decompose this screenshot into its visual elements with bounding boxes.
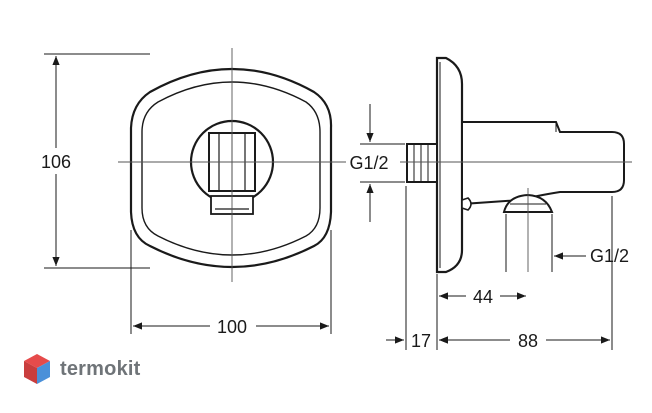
inlet-thread-label: G1/2 bbox=[349, 153, 388, 173]
plate-outline bbox=[129, 67, 333, 269]
brand-name: termokit bbox=[60, 357, 141, 380]
holder-body bbox=[461, 121, 625, 206]
width-dim-label: 100 bbox=[217, 317, 247, 337]
front-dimensions bbox=[44, 53, 332, 334]
dim-88-label: 88 bbox=[518, 331, 538, 351]
outlet-thread-label: G1/2 bbox=[590, 246, 629, 266]
inlet-thread bbox=[406, 143, 438, 183]
cube-icon bbox=[24, 354, 50, 384]
height-dim-label: 106 bbox=[41, 152, 71, 172]
dim-44-label: 44 bbox=[473, 287, 493, 307]
plate-bevel bbox=[141, 81, 321, 256]
fixing-screw bbox=[461, 197, 472, 211]
flange bbox=[435, 56, 464, 274]
dim-17-label: 17 bbox=[411, 331, 431, 351]
brand-logo: termokit bbox=[22, 350, 141, 388]
front-view bbox=[118, 48, 346, 282]
side-view bbox=[400, 56, 632, 274]
